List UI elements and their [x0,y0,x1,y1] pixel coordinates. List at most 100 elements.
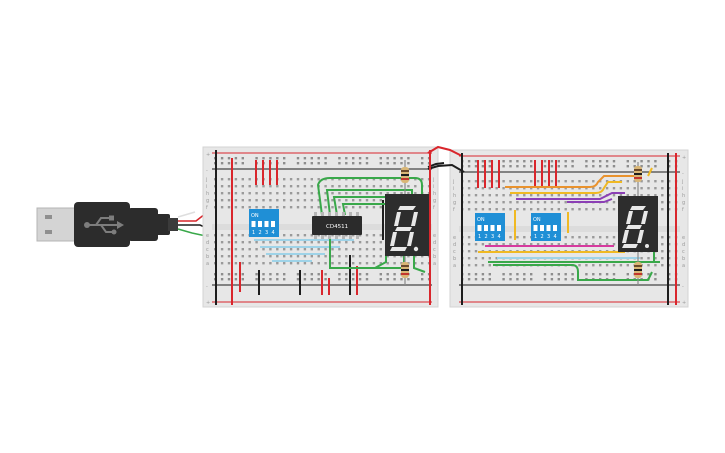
breadboard-hole [234,199,238,202]
breadboard-hole [338,262,341,265]
row-letter: d [682,242,685,248]
breadboard-hole [269,185,272,188]
breadboard-hole [488,180,491,183]
breadboard-hole [393,185,396,188]
rail-hole [474,273,478,276]
rail-hole [345,162,348,165]
rail-hole [234,162,238,165]
rail-hole [488,165,491,168]
breadboard-hole [310,255,313,258]
breadboard-hole [543,180,547,183]
breadboard-hole [352,192,355,195]
breadboard-hole [626,264,629,267]
row-letter: g [453,200,456,206]
breadboard-hole [352,255,355,258]
breadboard-hole [283,185,286,188]
rail-hole [296,162,300,165]
dip-switch-right-2[interactable]: ON 1 2 3 4 [531,213,561,241]
rail-hole [502,160,505,163]
breadboard-hole [386,262,389,265]
rail-hole [599,165,602,168]
breadboard-hole [338,248,341,251]
rail-hole [626,160,629,163]
breadboard-hole [262,248,265,251]
breadboard-hole [358,234,362,237]
rail-hole [421,278,424,281]
breadboard-hole [352,199,355,202]
breadboard-hole [543,187,547,190]
rail-hole [338,157,341,160]
row-letter: d [453,242,456,248]
breadboard-hole [241,248,244,251]
rail-hole [530,165,533,168]
breadboard-hole [668,187,671,190]
breadboard-hole [234,262,238,265]
seven-segment-display-left [385,194,429,256]
breadboard-hole [626,194,629,197]
breadboard-hole [564,194,567,197]
breadboard-hole [262,255,265,258]
breadboard-hole [352,248,355,251]
breadboard-hole [317,199,320,202]
dip-switch-left[interactable]: ON 1 2 3 4 [249,209,279,237]
breadboard-hole [248,178,251,181]
breadboard-hole [283,192,286,195]
breadboard-hole [585,208,588,211]
breadboard-hole [303,241,307,244]
rail-hole [386,157,389,160]
row-letter: h [206,191,209,197]
breadboard-hole [393,178,396,181]
breadboard-hole [654,257,657,260]
breadboard-hole [303,185,307,188]
row-letter: i [453,186,454,192]
breadboard-hole [509,194,512,197]
breadboard-hole [414,178,417,181]
cd4511-chip: CD4511 [312,212,362,239]
breadboard-hole [481,187,485,190]
rail-hole [241,162,244,165]
breadboard-hole [481,180,485,183]
breadboard-hole [668,250,671,253]
rail-hole [626,165,629,168]
breadboard-hole [345,234,348,237]
breadboard-hole [571,208,574,211]
breadboard-hole [269,192,272,195]
rail-hole [338,278,341,281]
breadboard-hole [467,236,471,239]
breadboard-hole [345,178,348,181]
row-letter: h [453,193,456,199]
breadboard-hole [612,187,616,190]
breadboard-hole [310,234,313,237]
breadboard-hole [488,208,491,211]
rail-hole [509,273,512,276]
rail-hole [592,160,595,163]
breadboard-hole [289,234,293,237]
breadboard-hole [358,248,362,251]
breadboard-hole [502,201,505,204]
breadboard-hole [474,250,478,253]
breadboard-hole [536,243,540,246]
rail-hole [516,160,519,163]
rail-hole [310,278,313,281]
breadboard-hole [248,255,251,258]
breadboard-hole [365,241,369,244]
breadboard-hole [296,234,300,237]
breadboard-hole [386,178,389,181]
breadboard-hole [379,185,382,188]
row-letter: g [433,198,436,204]
dip-switch-right-1[interactable]: ON 1 2 3 4 [475,213,505,241]
breadboard-hole [393,255,396,258]
breadboard-hole [352,241,355,244]
rail-hole [255,157,258,160]
rail-hole [543,273,547,276]
dip-position-2: 2 [541,234,544,240]
breadboard-hole [269,248,272,251]
usb-plug-icon [36,202,178,247]
breadboard-hole [633,180,636,183]
breadboard-hole [536,201,540,204]
breadboard-hole [317,234,320,237]
row-letter: e [453,235,456,241]
rail-hole [530,160,533,163]
rail-hole [407,157,410,160]
breadboard-hole [654,194,657,197]
